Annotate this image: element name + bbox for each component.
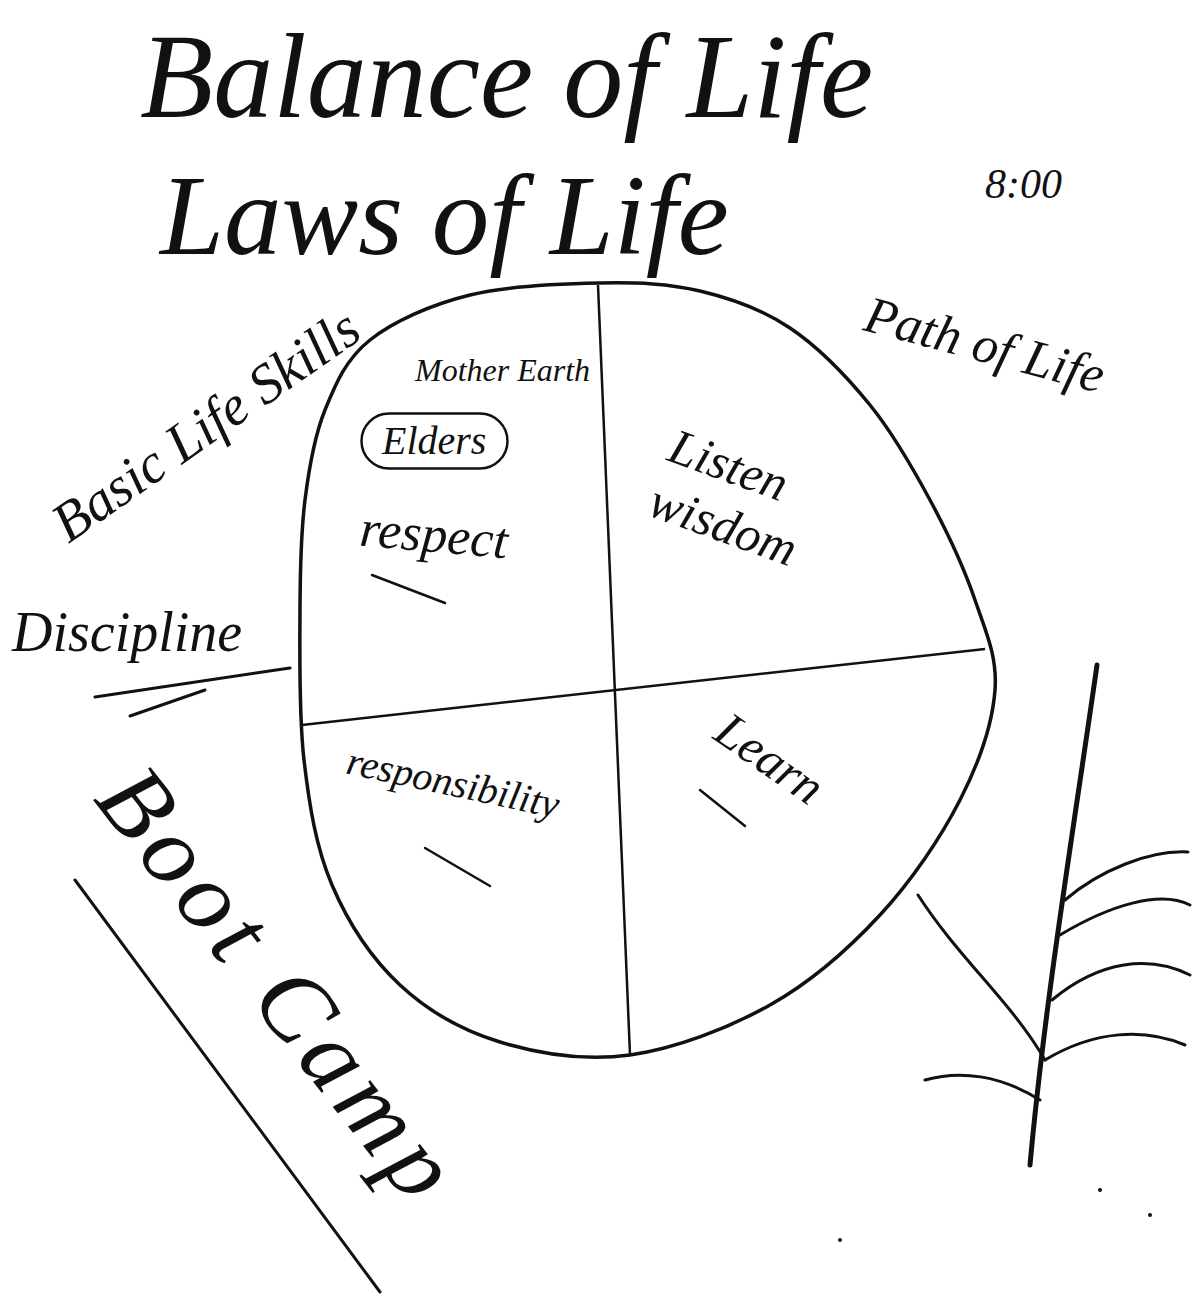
circled-word: Elders [360, 412, 509, 470]
oval-outline [362, 414, 508, 469]
dash-mark [700, 790, 745, 826]
node-text: responsibility [343, 738, 564, 828]
plant-leaf [918, 895, 1045, 1060]
node-text: Mother Earth [415, 352, 590, 389]
node-text: respect [358, 499, 511, 571]
side-label: Boot Camp [73, 743, 487, 1227]
dash-mark [425, 848, 490, 886]
node-outline [290, 278, 1010, 1068]
side-label: Discipline [12, 600, 242, 664]
underline [95, 668, 290, 697]
heading: Laws of Life [160, 150, 729, 282]
time-note: 8:00 [985, 160, 1062, 208]
plant-leaf [1045, 1034, 1185, 1060]
underline [130, 690, 205, 716]
node-text: Elders [382, 418, 486, 464]
wheel-divider [598, 285, 630, 1055]
plant-leaf [925, 1075, 1040, 1100]
plant-leaf [1052, 964, 1190, 1000]
node-text: Listen wisdom [642, 418, 879, 598]
dot [1098, 1188, 1102, 1192]
medicine-wheel: Mother Earth respect Listen wisdom responsi… [290, 278, 1010, 1068]
plant-drawing [918, 665, 1190, 1165]
dots [838, 1188, 1152, 1242]
wheel-divider [302, 649, 985, 725]
dot [1148, 1213, 1152, 1217]
dot [838, 1238, 842, 1242]
plant-stem [1030, 665, 1097, 1165]
title: Balance of Life [140, 8, 873, 146]
node-text: Learn [704, 701, 835, 817]
plant-leaf [1060, 899, 1190, 935]
plant-leaf [1065, 852, 1188, 900]
dash-mark [372, 575, 445, 603]
wheel-outline [300, 283, 996, 1057]
side-label: Path of Life [858, 284, 1111, 405]
